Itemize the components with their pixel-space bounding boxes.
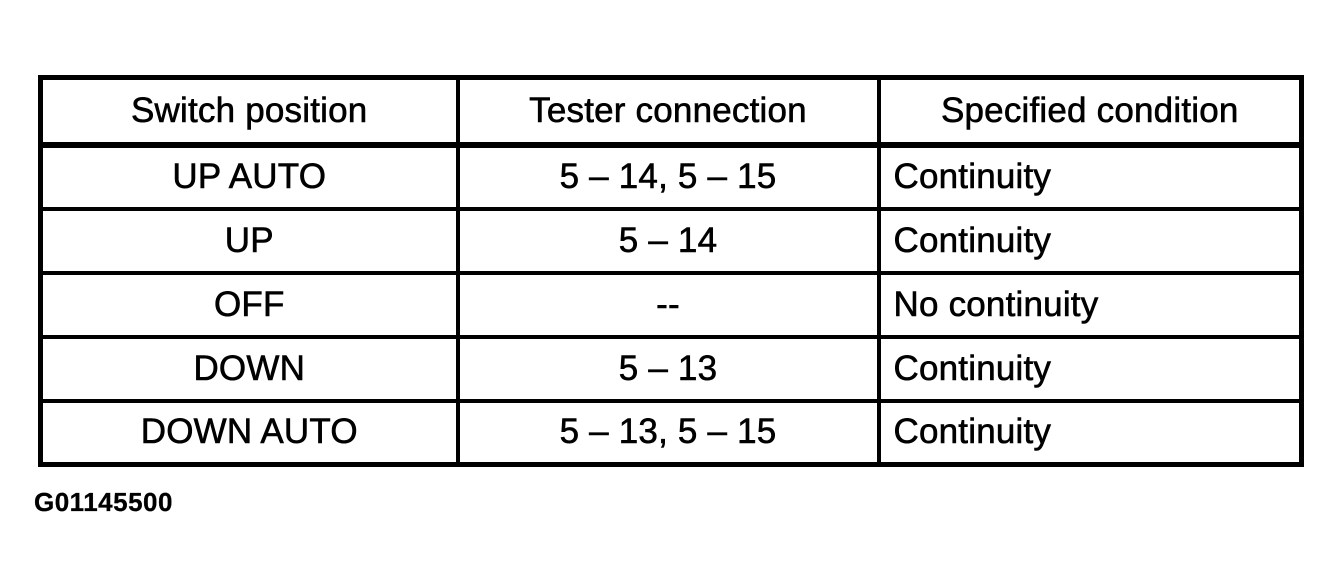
cell-switch-position: OFF <box>38 270 460 339</box>
cell-tester-connection: 5 – 14, 5 – 15 <box>455 142 881 211</box>
table-row: UP 5 – 14 Continuity <box>38 206 1304 275</box>
cell-specified-condition: Continuity <box>876 142 1304 211</box>
cell-tester-connection: 5 – 13 <box>455 334 881 403</box>
col-header-switch-position: Switch position <box>38 75 460 148</box>
cell-specified-condition: Continuity <box>876 334 1304 403</box>
col-header-tester-connection: Tester connection <box>455 75 881 148</box>
header-row: Switch position Tester connection Specif… <box>38 75 1304 148</box>
cell-switch-position: UP AUTO <box>38 142 460 211</box>
cell-specified-condition: Continuity <box>876 206 1304 275</box>
table-row: DOWN AUTO 5 – 13, 5 – 15 Continuity <box>38 398 1304 467</box>
cell-tester-connection: 5 – 14 <box>455 206 881 275</box>
cell-switch-position: DOWN <box>38 334 460 403</box>
cell-switch-position: UP <box>38 206 460 275</box>
col-header-specified-condition: Specified condition <box>876 75 1304 148</box>
table-row: UP AUTO 5 – 14, 5 – 15 Continuity <box>38 142 1304 211</box>
table-row: OFF -- No continuity <box>38 270 1304 339</box>
cell-switch-position: DOWN AUTO <box>38 398 460 467</box>
cell-tester-connection: -- <box>455 270 881 339</box>
table-row: DOWN 5 – 13 Continuity <box>38 334 1304 403</box>
figure-id-label: G01145500 <box>34 487 173 517</box>
cell-specified-condition: No continuity <box>876 270 1304 339</box>
switch-continuity-table: Switch position Tester connection Specif… <box>38 75 1304 467</box>
cell-specified-condition: Continuity <box>876 398 1304 467</box>
cell-tester-connection: 5 – 13, 5 – 15 <box>455 398 881 467</box>
